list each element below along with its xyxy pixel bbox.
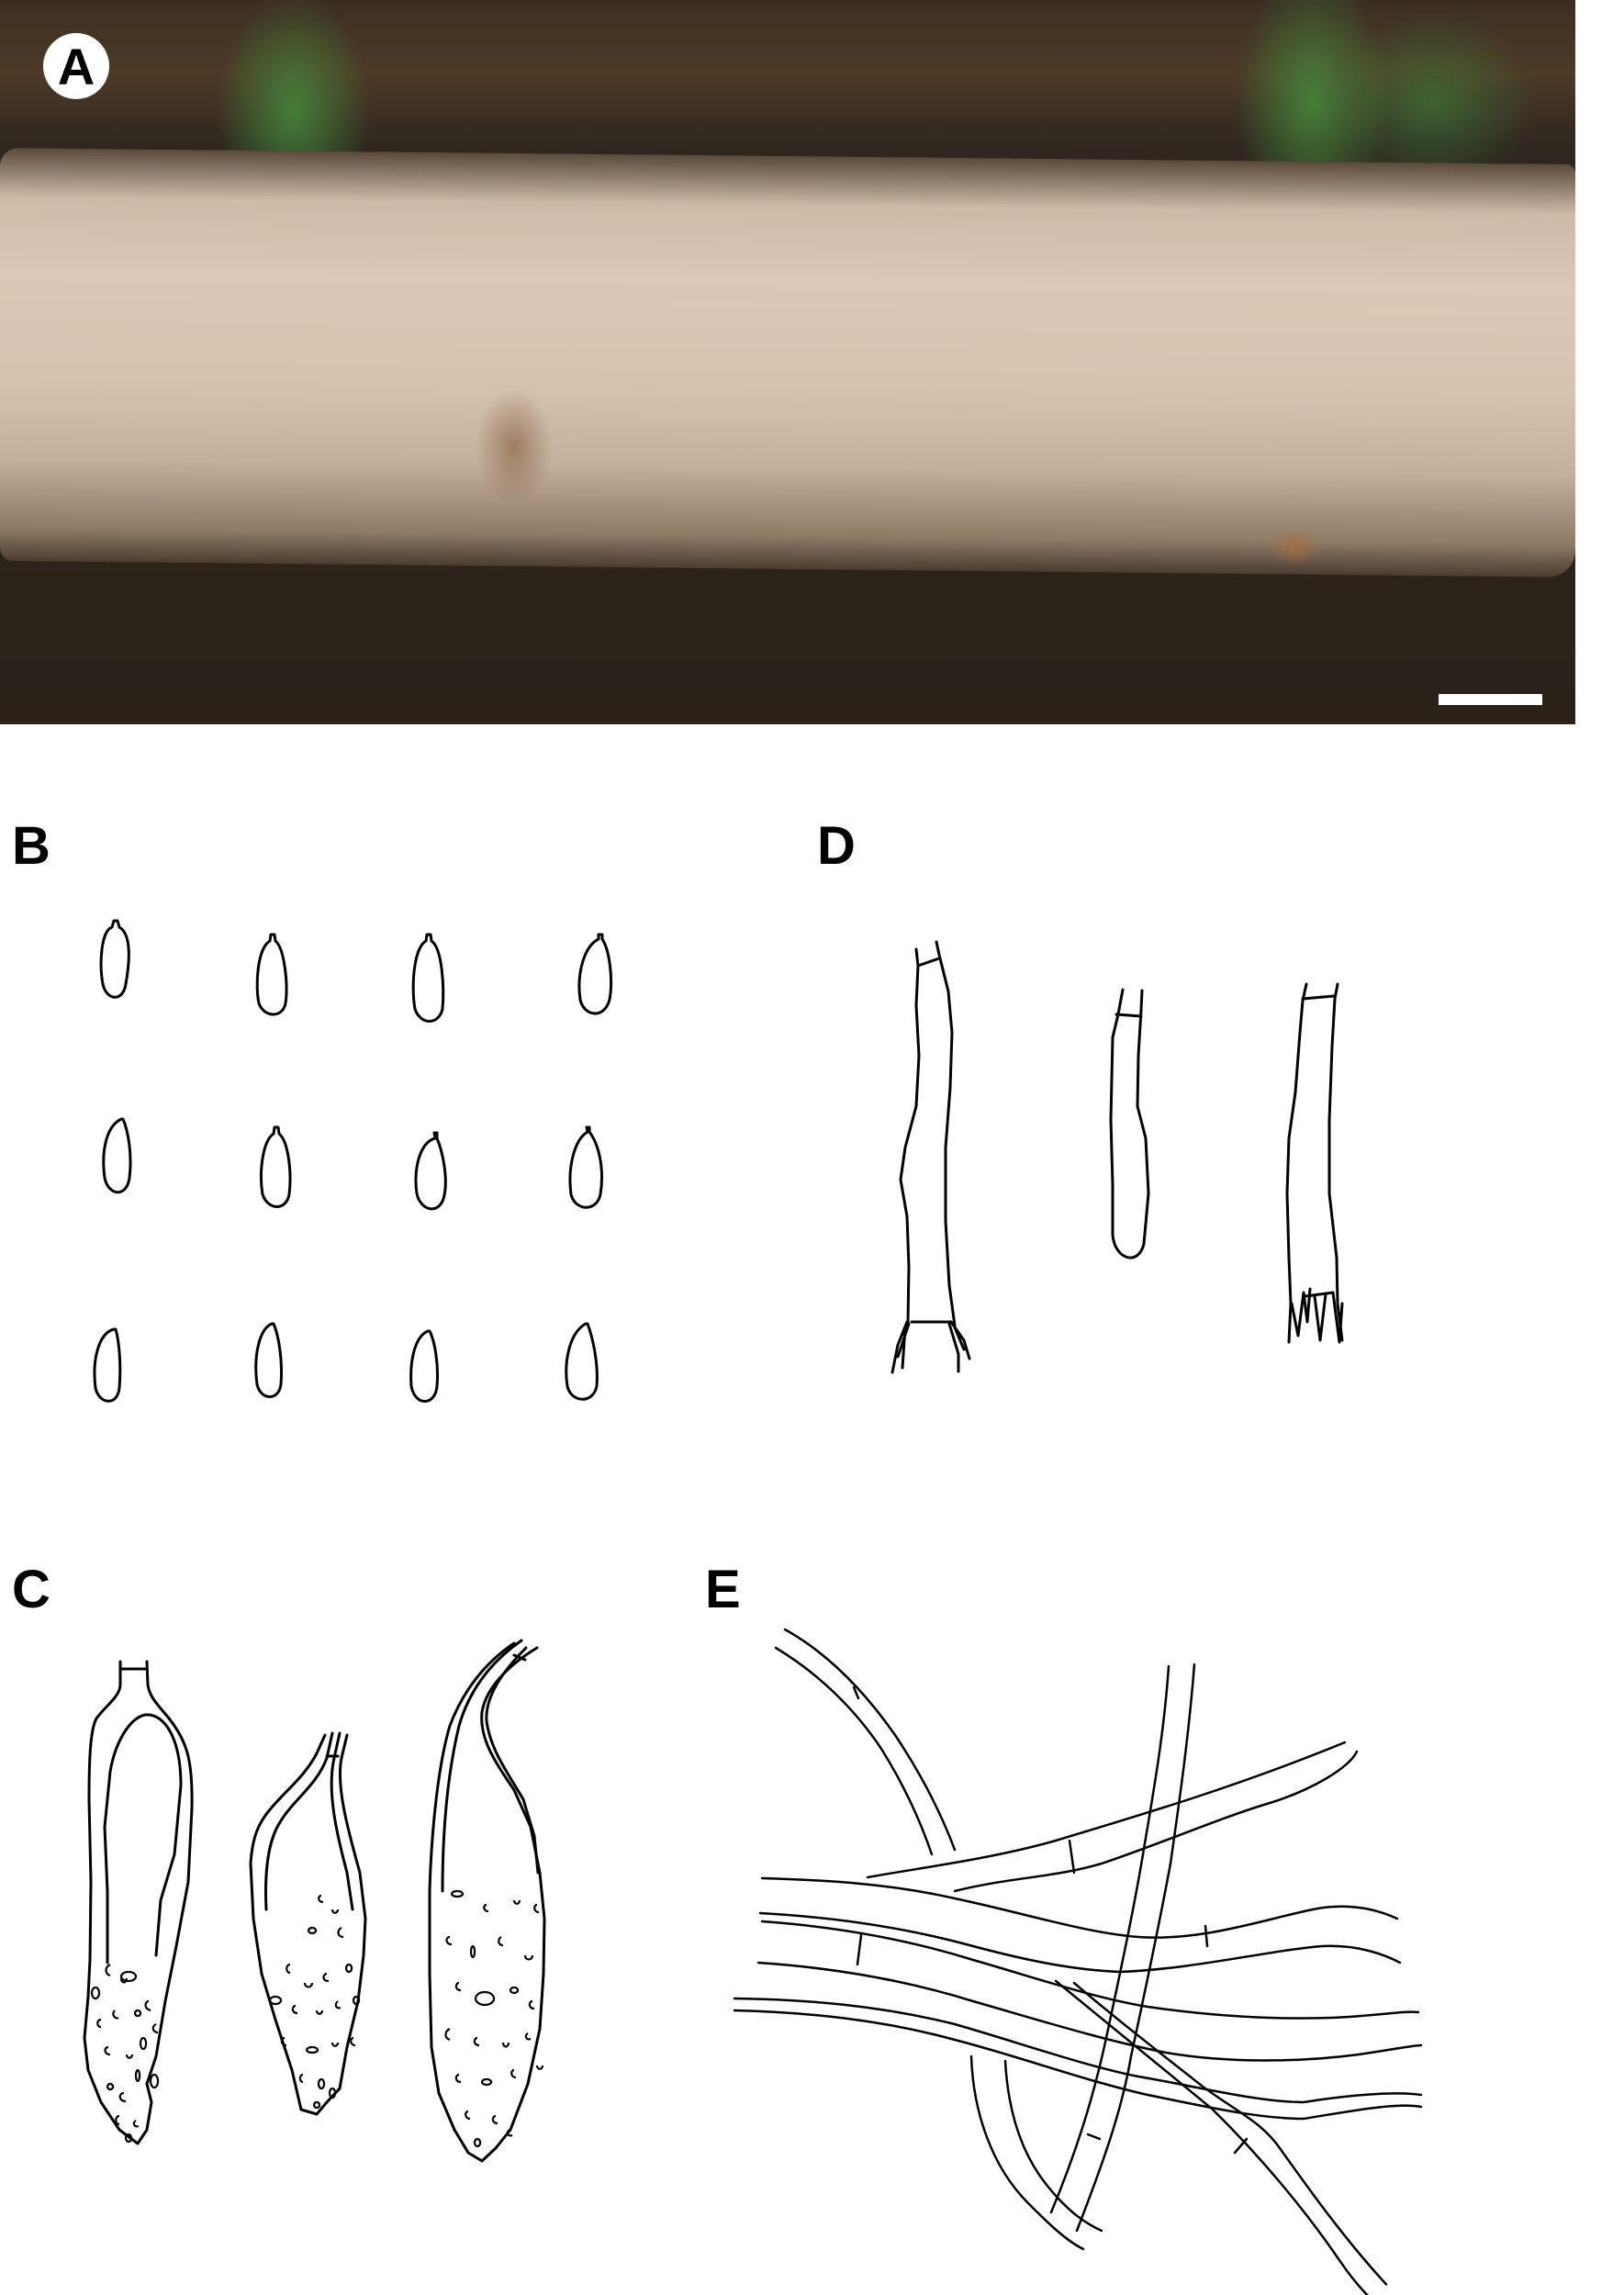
basidium-icon <box>1285 982 1344 1344</box>
scale-bar <box>1439 694 1542 705</box>
panel-a-label: A <box>43 33 109 99</box>
hypha-icon <box>733 1997 1423 2121</box>
spore-icon <box>102 1117 132 1194</box>
spore-icon <box>99 919 130 999</box>
hypha-icon <box>1049 1662 1196 2233</box>
panel-b-label: B <box>12 816 50 876</box>
spore-icon <box>409 1329 439 1403</box>
panel-a-label-text: A <box>57 37 95 95</box>
hypha-icon <box>756 1920 1423 2062</box>
cystidium-icon <box>428 1639 546 2163</box>
spore-icon <box>255 933 288 1016</box>
panel-c-label: C <box>12 1560 50 1619</box>
hypha-icon <box>774 1628 957 1856</box>
panel-a-photograph: A <box>0 0 1575 724</box>
spore-icon <box>411 933 445 1023</box>
spore-icon <box>568 1125 603 1209</box>
spore-icon <box>565 1322 599 1401</box>
spore-icon <box>93 1327 122 1403</box>
spore-icon <box>577 933 613 1015</box>
cystidium-icon <box>249 1731 367 2116</box>
cystidium-granules <box>90 1889 544 2148</box>
basidiole-icon <box>1109 988 1150 1259</box>
panel-d-label: D <box>817 816 856 876</box>
spore-icon <box>254 1322 283 1398</box>
spore-icon <box>260 1125 292 1208</box>
hypha-icon <box>1054 1979 1388 2295</box>
cystidium-icon <box>83 1660 194 2145</box>
spore-icon <box>414 1131 447 1211</box>
panel-e-label: E <box>705 1560 741 1619</box>
hypha-icon <box>969 2054 1103 2251</box>
basidium-icon <box>890 940 971 1374</box>
hypha-icon <box>758 1876 1402 1974</box>
